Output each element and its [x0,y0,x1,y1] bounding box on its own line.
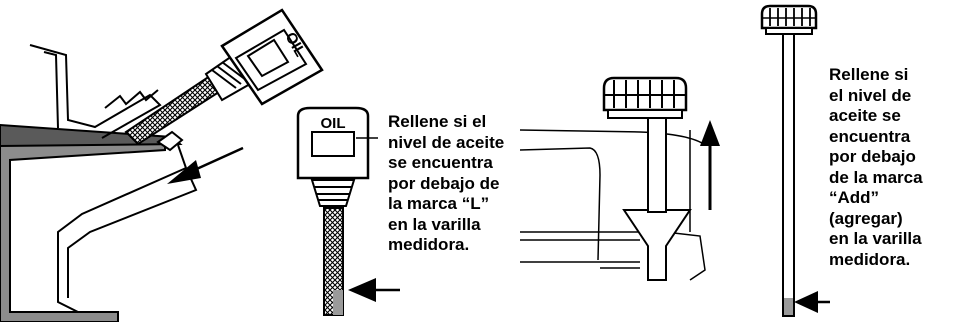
figure-3-tank [519,129,706,281]
figure-2-dipstick: OIL [296,106,370,316]
arrow-icon [794,291,818,313]
figure-2-cap-window [311,131,355,157]
figure-2-caption-line: nivel de aceite [388,132,505,152]
figure-2-caption-line: se encuentra [388,153,493,172]
figure-2-caption-line: medidora. [388,235,470,254]
figure-1-arrow [167,146,244,184]
figure-4-caption-line: el nivel de [829,85,912,105]
arrow-icon [167,160,201,184]
figure-4-caption-line: de la marca [829,167,923,187]
figure-2-cap-label: OIL [321,115,346,132]
figure-3-dipstick [602,76,688,213]
figure-3-up-arrow [700,120,720,210]
figure-2-caption-line: por debajo de [388,173,500,193]
figure-4-caption-line: (agregar) [829,208,903,228]
figure-4-caption-line: Rellene si [829,65,909,84]
arrow-icon [700,120,720,146]
figure-4-dipstick [760,4,818,317]
figure-4-caption-line: “Add” [829,188,880,207]
arrow-icon [348,278,376,302]
figure-4-caption-line: medidora. [829,249,911,269]
figure-4-caption-line: encuentra [829,126,911,146]
figure-2-caption-line: la marca “L” [388,194,490,213]
figure-2-arrow [348,278,400,302]
figure-4-caption-line: en la varilla [829,229,922,248]
figure-1-engine-housing [0,44,198,323]
figure-4-arrow [794,291,830,313]
figure-2-caption-line: en la varilla [388,214,481,234]
figure-2-caption-line: Rellene si el [388,112,487,131]
figure-4-caption-line: por debajo [829,147,916,166]
figure-4-caption-line: aceite se [829,106,901,125]
figure-1-dipstick: OIL [124,8,324,146]
